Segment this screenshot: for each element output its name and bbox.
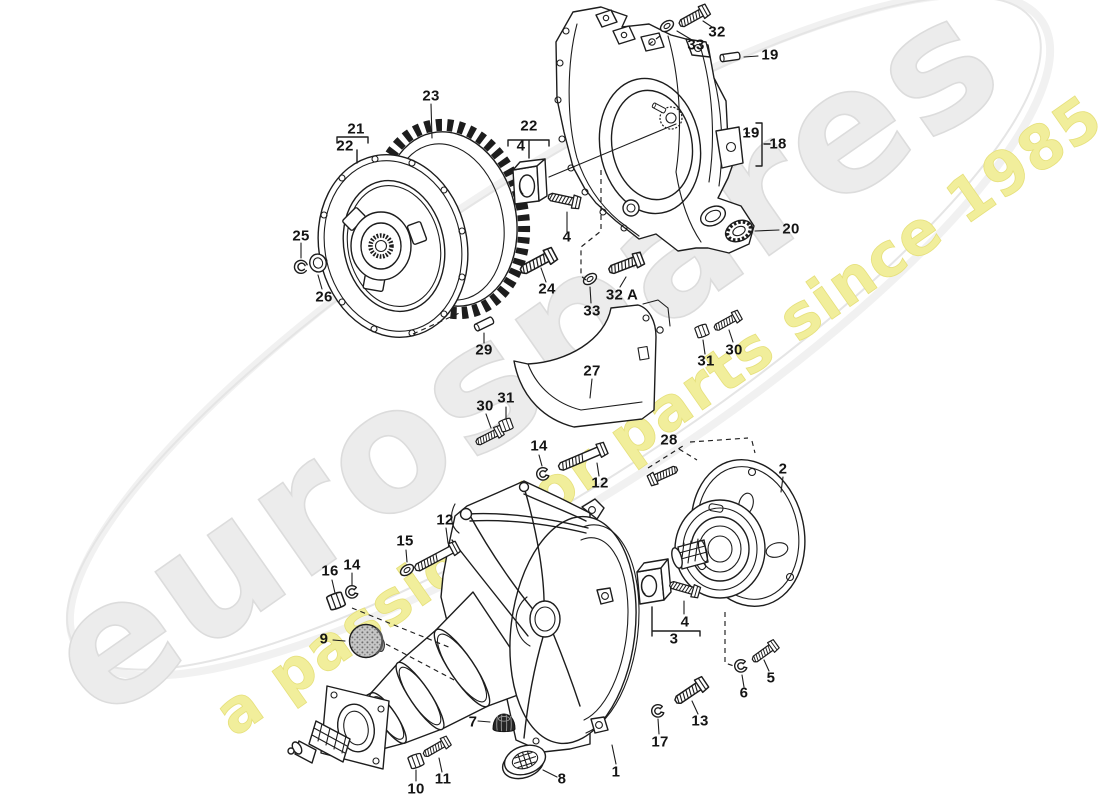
drive-plate-21	[317, 154, 469, 338]
nut-10	[406, 751, 426, 771]
bolt-32	[676, 2, 712, 32]
converter-drive-hub-2	[671, 458, 806, 608]
group-brackets	[336, 122, 771, 637]
plug-20	[724, 219, 754, 243]
guide-block-22-4	[512, 158, 548, 205]
seal-ring-26	[309, 253, 327, 273]
drive-plate-hub	[342, 207, 428, 293]
leader-lines	[300, 20, 784, 782]
front-pump	[671, 499, 766, 599]
bolt-11	[420, 734, 453, 761]
rubber-plug-7	[492, 713, 516, 733]
output-shaft	[287, 720, 351, 764]
converter-housing-18	[554, 6, 755, 254]
housing-flange-holes	[554, 27, 628, 232]
breather-mesh-cap-9	[348, 623, 385, 659]
assembly-dashed-lines	[351, 35, 757, 682]
converter-cover-plate-27	[513, 299, 671, 428]
transmission-case-1	[287, 480, 640, 770]
lock-washer-17	[651, 703, 665, 718]
guide-block-3	[636, 558, 672, 605]
cover-cap-8	[501, 744, 547, 780]
snap-ring-25	[291, 257, 310, 276]
output-flange	[320, 685, 390, 770]
fasteners	[291, 2, 781, 771]
bolt-13	[671, 675, 710, 709]
lock-washer-6	[734, 658, 748, 673]
watermark-swoosh	[65, 0, 1055, 680]
